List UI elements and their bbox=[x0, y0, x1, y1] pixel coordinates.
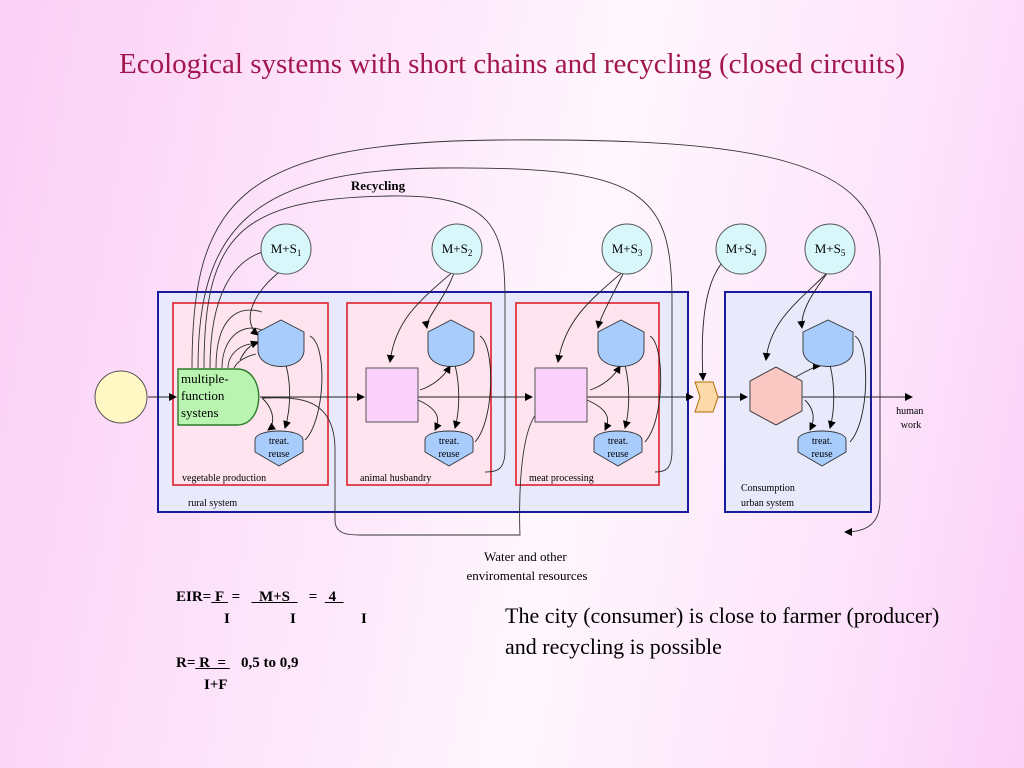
multiple-function-systems-node bbox=[177, 368, 260, 426]
svg-text:M+S2: M+S2 bbox=[442, 241, 473, 258]
eir-denominator-3: I bbox=[361, 611, 367, 627]
ms-node-3: M+S3 bbox=[601, 223, 653, 275]
svg-text:reuse: reuse bbox=[268, 449, 290, 460]
producer-shape-2 bbox=[427, 319, 475, 367]
svg-text:multiple- function sys: multiple- function systens bbox=[181, 371, 232, 420]
animal-husbandry-label: animal husbandry bbox=[360, 473, 431, 484]
urban-system-label: urban system bbox=[741, 498, 794, 509]
eir-denominator-2: I bbox=[290, 611, 296, 627]
svg-text:M+S1: M+S1 bbox=[271, 241, 302, 258]
treat-reuse-4: treat. reuse bbox=[797, 430, 847, 467]
recycling-label: Recycling bbox=[351, 178, 406, 193]
consumer-hexagon bbox=[749, 366, 803, 426]
page-title: Ecological systems with short chains and… bbox=[118, 48, 905, 80]
producer-shape-4 bbox=[802, 319, 854, 367]
energy-source-circle bbox=[94, 370, 148, 424]
human-work-label: human work bbox=[896, 406, 926, 431]
multi-function-line3: systens bbox=[181, 405, 219, 420]
svg-text:reuse: reuse bbox=[438, 449, 460, 460]
producer-shape-1 bbox=[257, 319, 305, 367]
treat-reuse-2: treat. reuse bbox=[424, 430, 474, 467]
city-farmer-note: The city (consumer) is close to farmer (… bbox=[505, 603, 940, 659]
svg-text:M+S4: M+S4 bbox=[726, 241, 757, 258]
animal-husbandry-node bbox=[365, 367, 419, 423]
multi-function-line1: multiple- bbox=[181, 371, 229, 386]
multi-function-line2: function bbox=[181, 388, 225, 403]
producer-shape-3 bbox=[597, 319, 645, 367]
ms-node-5: M+S5 bbox=[804, 223, 856, 275]
eir-formula: EIR= F = M+S = 4 bbox=[176, 589, 337, 605]
meat-processing-label: meat processing bbox=[529, 473, 594, 484]
internal-arrows bbox=[239, 335, 867, 443]
consumption-label: Consumption bbox=[741, 483, 795, 494]
ms-node-4: M+S4 bbox=[715, 223, 767, 275]
svg-text:M+S3: M+S3 bbox=[612, 241, 643, 258]
rural-system-label: rural system bbox=[188, 498, 237, 509]
svg-text:reuse: reuse bbox=[811, 449, 833, 460]
r-formula: R= R = 0,5 to 0,9 bbox=[176, 655, 299, 671]
r-denominator: I+F bbox=[204, 677, 228, 693]
ms-node-2: M+S2 bbox=[431, 223, 483, 275]
treat-reuse-1: treat. reuse bbox=[254, 430, 304, 467]
meat-processing-node bbox=[534, 367, 588, 423]
water-resources-label: Water and other enviromental resources bbox=[467, 549, 588, 583]
svg-text:treat.: treat. bbox=[812, 436, 832, 447]
svg-text:treat.: treat. bbox=[269, 436, 289, 447]
treat-reuse-3: treat. reuse bbox=[593, 430, 643, 467]
svg-text:M+S5: M+S5 bbox=[815, 241, 846, 258]
svg-text:treat.: treat. bbox=[439, 436, 459, 447]
vegetable-production-label: vegetable production bbox=[182, 473, 266, 484]
svg-text:reuse: reuse bbox=[607, 449, 629, 460]
svg-text:treat.: treat. bbox=[608, 436, 628, 447]
ms-node-1: M+S1 bbox=[260, 223, 312, 275]
eir-denominators: I bbox=[224, 611, 230, 627]
interface-gate bbox=[694, 381, 719, 413]
